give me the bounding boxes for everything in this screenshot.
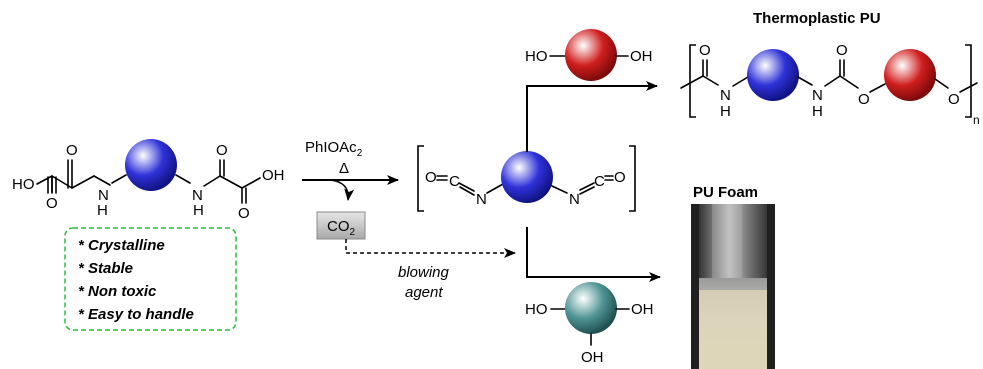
co2-label: CO2 [327,218,356,238]
atom-O-iso-left: O [425,169,437,186]
atom-O-right-carbonyl-2: O [238,205,250,222]
atom-H-right: H [193,202,204,219]
atom-OH-right: OH [262,167,285,184]
atom-OH-triol-right: OH [631,301,654,318]
reagent-condition: Δ [339,160,349,177]
property-stable: * Stable [78,260,133,277]
polymer-bracket-right [965,44,972,118]
polymer-diol-sphere [884,49,936,101]
atom-HO-triol-left: HO [525,301,548,318]
atom-HO-left: HO [12,176,35,193]
atom-O-iso-right: O [614,169,626,186]
thermoplastic-pu-product: Thermoplastic PU n O N H N H O O O [680,10,980,127]
atom-H-urethane-1: H [720,103,731,120]
blowing-agent-arrow: blowing agent [345,239,516,301]
property-easy-to-handle: * Easy to handle [78,306,194,323]
polymer-diamine-sphere [747,49,799,101]
oxamic-acid-molecule: HO O O N H N H O O OH [12,139,285,222]
diol-reagent: HO OH [525,29,653,81]
atom-O-urethane-5: O [948,91,960,108]
properties-box: * Crystalline * Stable * Non toxic * Eas… [64,227,237,331]
pu-foam-photo: PU Foam [691,184,775,369]
atom-C-iso-right: C [594,173,605,190]
atom-O-urethane-3: O [836,42,848,59]
atom-O-left-carbonyl-2: O [66,142,78,159]
atom-C-iso-left: C [449,173,460,190]
atom-O-left-carbonyl-1: O [46,195,58,212]
atom-N-right: N [192,187,203,204]
co2-release-box: CO2 [316,211,366,240]
branch-arrow-thermoplastic [526,81,658,152]
diisocyanate-intermediate: O C N N C O [417,145,636,212]
atom-N-urethane-2: N [812,87,823,104]
triol-reagent: HO OH OH [525,282,654,366]
blowing-agent-label-line2: agent [405,284,443,301]
atom-H-urethane-2: H [812,103,823,120]
diisocyanate-core-sphere [501,151,553,203]
reaction-arrow-oxidation: PhIOAc2 Δ [302,139,399,201]
atom-O-urethane-4: O [858,91,870,108]
atom-N-iso-left: N [476,191,487,208]
thermoplastic-pu-title: Thermoplastic PU [753,10,881,27]
diol-core-sphere [565,29,617,81]
bracket-left [417,145,424,212]
pu-foam-title: PU Foam [693,184,758,201]
blowing-agent-label-line1: blowing [398,264,450,281]
repeat-unit-n: n [973,113,980,127]
atom-N-urethane-1: N [720,87,731,104]
atom-N-left: N [98,187,109,204]
atom-OH-diol: OH [630,48,653,65]
atom-H-left: H [97,202,108,219]
property-non-toxic: * Non toxic [78,283,157,300]
property-crystalline: * Crystalline [78,237,165,254]
branch-arrow-foam [526,227,661,282]
reagent-label: PhIOAc2 [305,139,363,159]
atom-OH-triol-bottom: OH [581,349,604,366]
bracket-right [629,145,636,212]
polymer-bracket-left [689,44,696,118]
atom-O-urethane-1: O [699,42,711,59]
diamine-core-sphere [125,139,177,191]
atom-HO-diol: HO [525,48,548,65]
atom-N-iso-right: N [569,191,580,208]
triol-core-sphere [565,282,617,334]
atom-O-right-carbonyl-1: O [216,142,228,159]
